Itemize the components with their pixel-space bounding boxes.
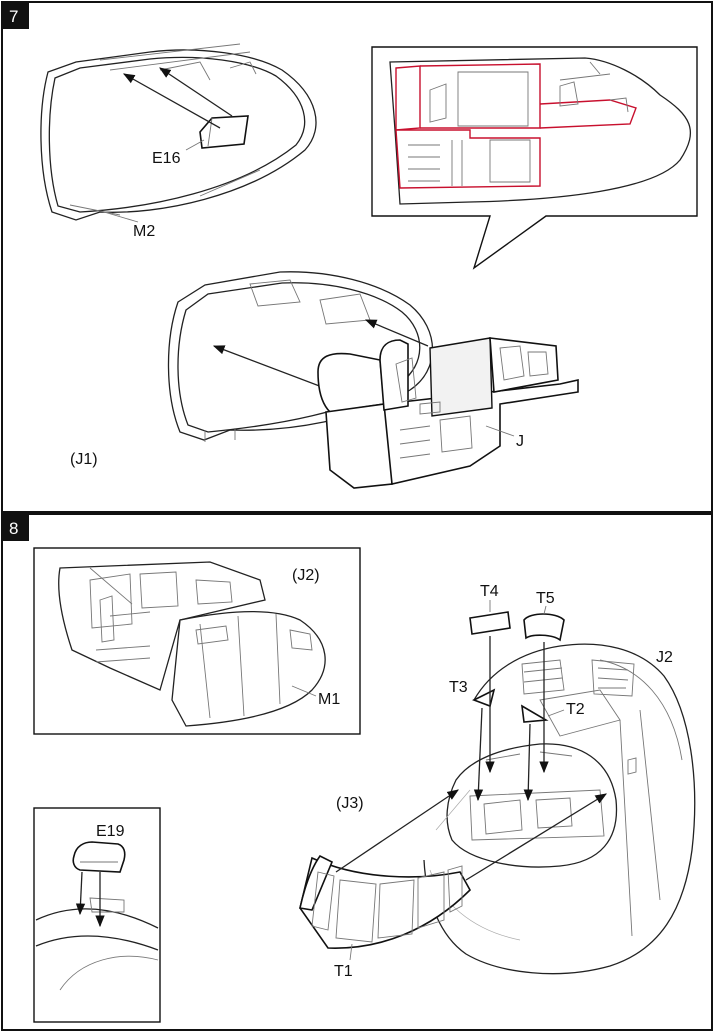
part-t2 [521, 704, 549, 723]
arrow-j-1 [212, 345, 331, 391]
step-8-frame [1, 513, 713, 1031]
label-j2: J2 [656, 649, 673, 666]
step-7-number-badge [2, 2, 29, 29]
label-j: J [516, 433, 524, 450]
leader-e16 [185, 139, 205, 151]
frame-t1 [299, 854, 471, 949]
label-t5: T5 [536, 590, 555, 607]
step-8-number: 8 [9, 519, 18, 538]
part-t4 [469, 611, 511, 635]
inset-e19-frame [33, 807, 161, 1023]
label-t2: T2 [566, 701, 585, 718]
canopy-shell-m2 [40, 43, 317, 221]
arrow-t1-b [465, 793, 607, 881]
nose-section-j2 [423, 643, 696, 975]
label-e19: E19 [96, 823, 125, 840]
step-7-frame [1, 1, 713, 513]
step-7-panel: 7 E16 M2 [1, 1, 713, 513]
inset-e19 [33, 807, 161, 1023]
cockpit-assembly-j [317, 337, 579, 489]
label-j1: (J1) [70, 451, 98, 468]
arrow-e16-1 [122, 73, 221, 129]
label-t4: T4 [480, 583, 499, 600]
arrow-e16-2 [159, 67, 233, 117]
arrow-t1 [335, 789, 459, 873]
label-j3: (J3) [336, 795, 364, 812]
label-m1: M1 [318, 691, 340, 708]
arrow-t2 [523, 723, 533, 802]
inset-j2-frame [33, 547, 361, 735]
step-8-panel: 8 (J2) M1 [1, 513, 713, 1031]
inset-j2 [33, 547, 361, 735]
callout-frame [371, 46, 698, 270]
callout-inset [371, 46, 698, 270]
arrow-t3 [473, 707, 484, 802]
arrow-j-2 [364, 319, 429, 347]
step-7-number: 7 [9, 7, 18, 26]
leader-m1 [291, 685, 317, 697]
label-e16: E16 [152, 150, 181, 167]
label-t3: T3 [449, 679, 468, 696]
leader-m2 [103, 211, 139, 223]
part-t5 [523, 613, 565, 642]
part-t3 [472, 688, 496, 708]
arrow-e19-1 [75, 871, 86, 916]
step-8-number-badge [2, 514, 29, 541]
label-m2: M2 [133, 223, 155, 240]
label-t1: T1 [334, 963, 353, 980]
leader-j [485, 425, 515, 437]
label-j2-inset: (J2) [292, 567, 320, 584]
